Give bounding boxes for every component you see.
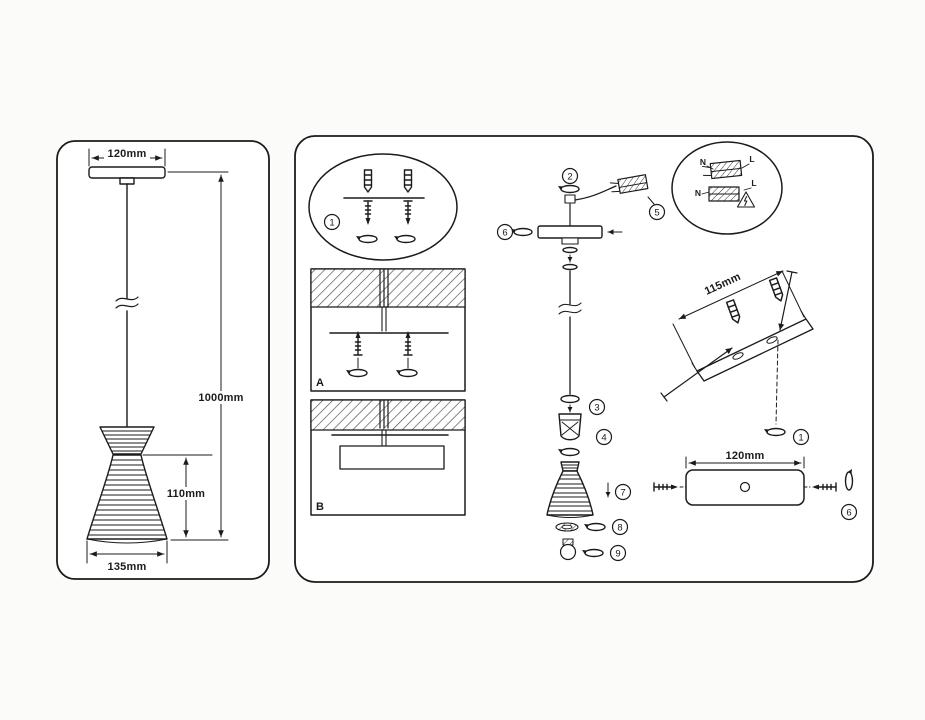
callout-7: 7 xyxy=(614,483,632,501)
detail-wiring-ellipse: N L N L xyxy=(671,141,783,235)
long-screw-icon xyxy=(778,270,798,331)
svg-text:7: 7 xyxy=(620,487,625,498)
dimension-shade-diameter: 135mm xyxy=(86,540,168,573)
terminal-block xyxy=(609,174,649,194)
dim-120mm-left: 120mm xyxy=(108,148,147,160)
detail-a-label: A xyxy=(316,377,324,389)
callout-9: 9 xyxy=(609,544,627,562)
svg-text:1: 1 xyxy=(329,217,334,228)
wire-label-l-top: L xyxy=(749,154,754,164)
wire xyxy=(574,185,617,201)
svg-text:4: 4 xyxy=(601,432,606,443)
detail-hardware-ellipse: 1 xyxy=(308,153,458,261)
callout-6b: 6 xyxy=(840,503,858,521)
terminal-block xyxy=(701,159,743,180)
callout-8: 8 xyxy=(611,518,629,536)
svg-text:8: 8 xyxy=(617,522,622,533)
electric-warning-icon xyxy=(736,191,756,208)
long-screw-icon xyxy=(660,347,733,402)
dim-1000mm: 1000mm xyxy=(198,392,243,404)
terminal-block xyxy=(708,186,740,202)
shade-ring xyxy=(560,394,580,404)
callout-3: 3 xyxy=(588,398,606,416)
dim-110mm: 110mm xyxy=(167,488,205,500)
wire-label-n-bottom: N xyxy=(695,188,701,198)
washer xyxy=(562,263,578,271)
lamp-shade-exploded xyxy=(546,461,594,518)
wall-anchor-icon xyxy=(363,169,373,193)
dim-120mm-right: 120mm xyxy=(726,450,765,462)
svg-text:6: 6 xyxy=(502,227,507,238)
svg-text:3: 3 xyxy=(594,402,599,413)
dimension-cable-length: 1000mm xyxy=(167,171,246,541)
wall-anchor-icon xyxy=(403,169,413,193)
canopy-bar xyxy=(537,225,603,239)
dim-135mm: 135mm xyxy=(108,561,147,573)
dimension-shade-height: 110mm xyxy=(142,454,213,538)
dimension-canopy-width: 120mm xyxy=(88,148,166,167)
callout-6: 6 xyxy=(496,223,514,241)
lamp-socket xyxy=(558,413,582,441)
wire-label-l-bottom: L xyxy=(751,178,756,188)
detail-box-b: B xyxy=(310,399,466,516)
left-panel-border xyxy=(56,140,270,580)
lamp-cable xyxy=(115,183,139,429)
svg-text:5: 5 xyxy=(654,207,659,218)
callout-4: 4 xyxy=(595,428,613,446)
canopy-plate-front: 120mm 6 xyxy=(653,450,858,521)
svg-text:9: 9 xyxy=(615,548,620,559)
svg-text:2: 2 xyxy=(567,171,572,182)
wire-label-n-top: N xyxy=(700,157,706,167)
detail-b-label: B xyxy=(316,501,324,513)
cord-grip xyxy=(564,194,576,204)
svg-text:1: 1 xyxy=(798,432,803,443)
detail-box-a: A xyxy=(310,268,466,392)
trim-ring xyxy=(555,522,579,532)
callout-2: 2 xyxy=(561,167,579,185)
callout-1: 1 xyxy=(323,213,341,231)
light-bulb xyxy=(559,538,577,561)
washer xyxy=(562,246,578,254)
svg-text:6: 6 xyxy=(846,507,851,518)
callout-1b: 1 xyxy=(792,428,810,446)
dimension-canopy-plate: 120mm xyxy=(685,450,805,469)
exploded-assembly: 2 5 6 xyxy=(496,167,666,562)
lamp-shade-side xyxy=(86,426,168,544)
callout-5: 5 xyxy=(648,203,666,221)
